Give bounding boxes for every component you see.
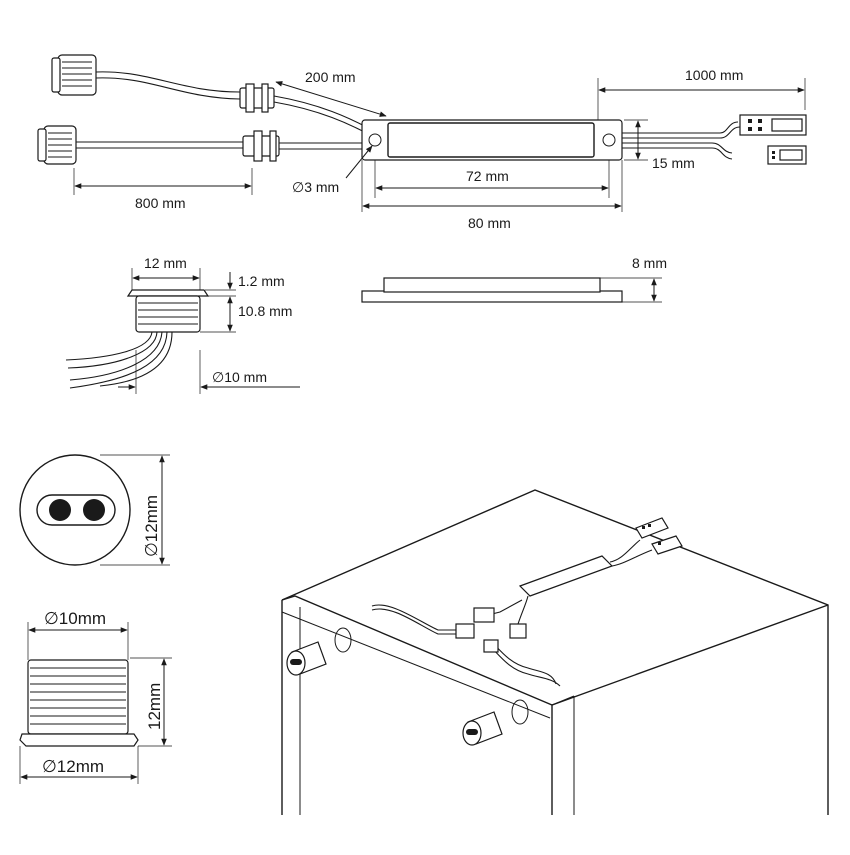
cabinet-sensor-left (286, 641, 327, 676)
label-front-12mm: ∅12mm (142, 495, 161, 557)
cabinet-driver (518, 555, 614, 597)
sensor-side-view: ∅10mm 12mm ∅12mm (19, 609, 172, 784)
output-connector-upper (739, 114, 807, 136)
label-side-bottom-12mm: ∅12mm (42, 757, 104, 776)
label-1-2mm: 1.2 mm (238, 273, 285, 289)
sensor-head-upper (51, 54, 97, 96)
label-80mm: 80 mm (468, 215, 511, 231)
connector-upper (239, 83, 275, 113)
driver-top-view: 200 mm 1000 mm 800 mm ∅3 mm 72 mm 80 mm … (37, 54, 807, 231)
label-8mm: 8 mm (632, 255, 667, 271)
sensor-front-view: ∅12mm (19, 454, 170, 566)
label-200mm: 200 mm (305, 69, 356, 85)
label-hole-3mm: ∅3 mm (292, 179, 339, 195)
label-10-8mm: 10.8 mm (238, 303, 292, 319)
cabinet-illustration (281, 489, 829, 815)
sensor-head-lower (37, 125, 77, 165)
label-side-10mm: ∅10mm (44, 609, 106, 628)
driver-housing (361, 119, 623, 161)
output-connector-lower (767, 145, 807, 165)
label-10mm-diameter: ∅10 mm (212, 369, 267, 385)
cabinet-sensor-right (462, 711, 503, 746)
label-1000mm: 1000 mm (685, 67, 743, 83)
driver-side-view: 8 mm (361, 255, 667, 303)
sensor-detail-view: 12 mm 1.2 mm 10.8 mm ∅10 mm (65, 255, 300, 394)
label-side-height-12mm: 12mm (145, 683, 164, 730)
connector-lower (242, 130, 280, 162)
label-800mm: 800 mm (135, 195, 186, 211)
label-72mm: 72 mm (466, 168, 509, 184)
label-12mm: 12 mm (144, 255, 187, 271)
label-15mm: 15 mm (652, 155, 695, 171)
